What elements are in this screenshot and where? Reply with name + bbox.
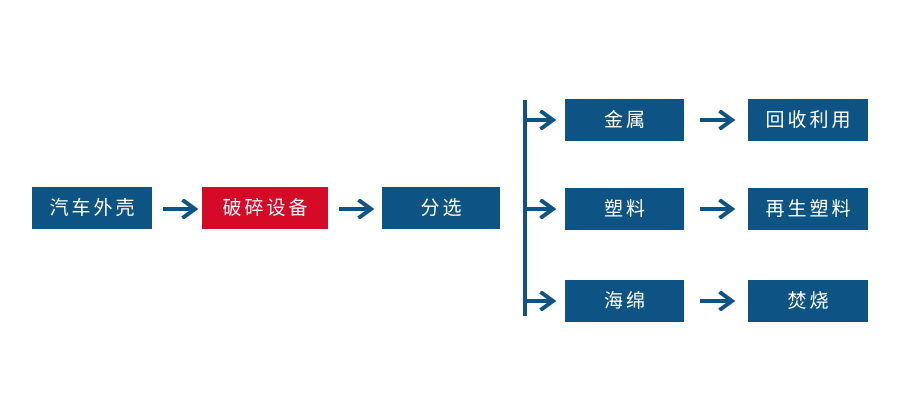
split-bar: [523, 100, 527, 316]
arrow-right-icon-chain-2: [339, 199, 375, 219]
node-crushing-equipment[interactable]: 破碎设备: [202, 187, 328, 229]
node-metal-outcome[interactable]: 回收利用: [748, 99, 868, 141]
node-plastic-material[interactable]: 塑料: [565, 188, 684, 230]
node-car-shell[interactable]: 汽车外壳: [32, 187, 152, 229]
arrow-right-icon-branch-2: [525, 199, 557, 219]
arrow-right-icon-branch-1: [525, 110, 557, 130]
arrow-right-icon-branch-3: [525, 291, 557, 311]
node-sponge-material[interactable]: 海绵: [565, 280, 684, 322]
node-sorting[interactable]: 分选: [382, 187, 500, 229]
arrow-right-icon-outcome-1: [700, 110, 736, 130]
node-sponge-outcome[interactable]: 焚烧: [748, 280, 868, 322]
arrow-right-icon-outcome-2: [700, 199, 736, 219]
arrow-right-icon-outcome-3: [700, 291, 736, 311]
arrow-right-icon-chain-1: [163, 199, 199, 219]
node-plastic-outcome[interactable]: 再生塑料: [748, 188, 868, 230]
node-metal-material[interactable]: 金属: [565, 99, 684, 141]
